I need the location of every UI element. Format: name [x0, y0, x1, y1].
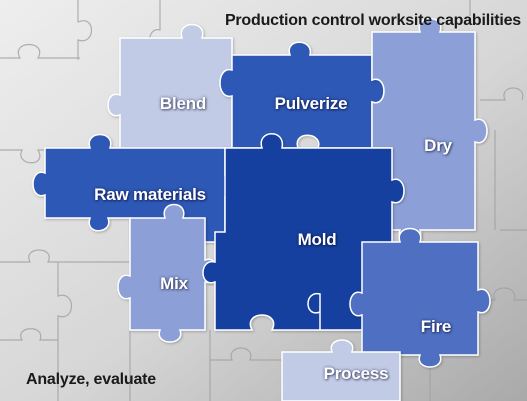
piece-label-mold: Mold — [297, 230, 337, 249]
piece-label-fire: Fire — [420, 317, 452, 336]
piece-label-blend: Blend — [159, 94, 207, 113]
puzzle-piece-mold — [202, 133, 405, 331]
page-title: Production control worksite capabilities — [224, 12, 521, 29]
piece-label-process: Process — [323, 364, 389, 383]
piece-label-raw-materials: Raw materials — [94, 185, 206, 204]
piece-label-pulverize: Pulverize — [274, 94, 348, 113]
piece-label-dry: Dry — [424, 136, 452, 155]
puzzle-piece-process — [281, 339, 401, 401]
puzzle-piece-mix — [117, 203, 218, 343]
piece-label-mix: Mix — [160, 274, 188, 293]
caption: Analyze, evaluate — [26, 371, 156, 388]
puzzle-piece-fire — [349, 227, 491, 368]
